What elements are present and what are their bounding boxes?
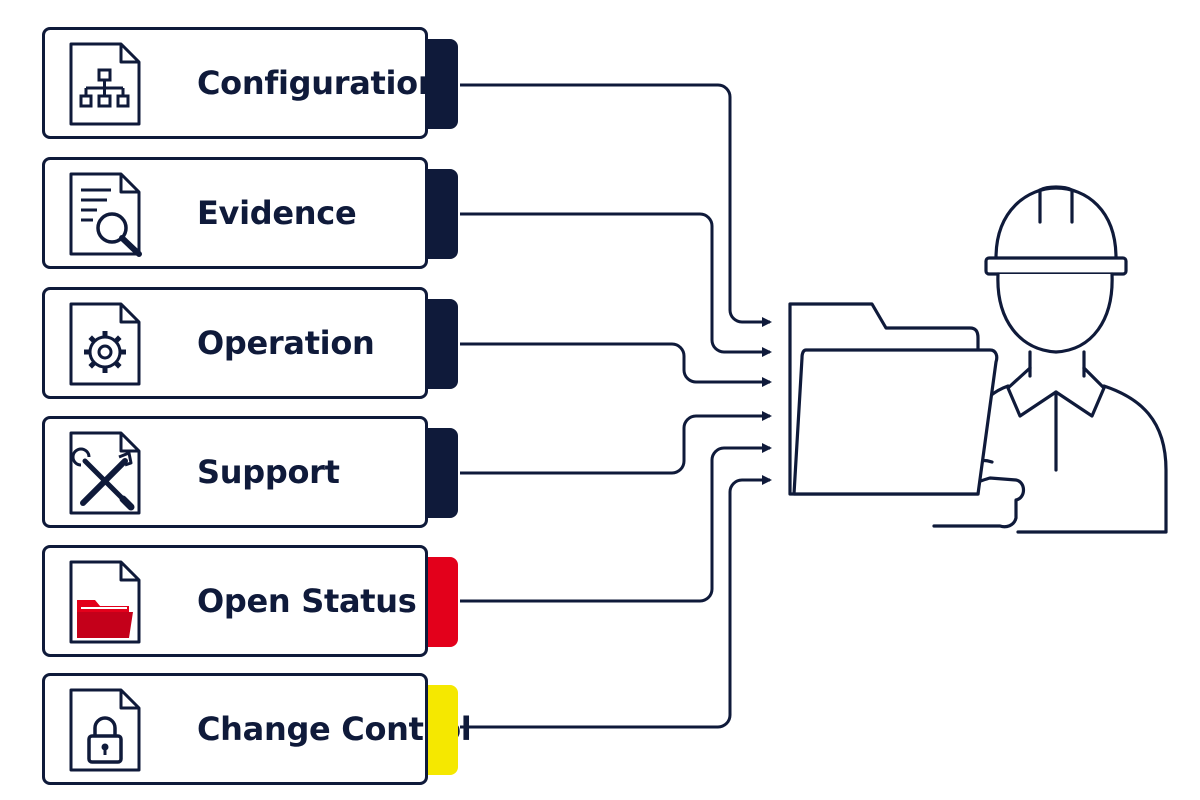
- tab-evidence: [428, 169, 458, 259]
- hierarchy-document-icon: [69, 42, 141, 126]
- card-evidence: Evidence: [42, 157, 428, 269]
- tab-configuration: [428, 39, 458, 129]
- tab-support: [428, 428, 458, 518]
- tab-change-control: [428, 685, 458, 775]
- card-operation: Operation: [42, 287, 428, 399]
- document-search-icon: [69, 172, 142, 257]
- card-label: Operation: [197, 324, 375, 362]
- card-label: Evidence: [197, 194, 357, 232]
- tools-document-icon: [69, 431, 141, 515]
- card-open-status: Open Status: [42, 545, 428, 657]
- gear-document-icon: [69, 302, 141, 386]
- card-configuration: Configuration: [42, 27, 441, 139]
- connector-evidence: [460, 212, 772, 357]
- card-support: Support: [42, 416, 428, 528]
- card-label: Open Status: [197, 582, 417, 620]
- card-change-control: Change Control: [42, 673, 472, 785]
- card-label: Support: [197, 453, 340, 491]
- card-label: Change Control: [197, 710, 472, 748]
- tab-operation: [428, 299, 458, 389]
- tab-open-status: [428, 557, 458, 647]
- connector-open-status: [460, 443, 772, 603]
- connector-support: [460, 411, 772, 475]
- connector-change-control: [460, 475, 772, 729]
- red-folder-document-icon: [69, 560, 141, 644]
- lock-document-icon: [69, 688, 141, 772]
- connector-operation: [460, 342, 772, 387]
- connector-configuration: [460, 83, 772, 327]
- card-label: Configuration: [197, 64, 441, 102]
